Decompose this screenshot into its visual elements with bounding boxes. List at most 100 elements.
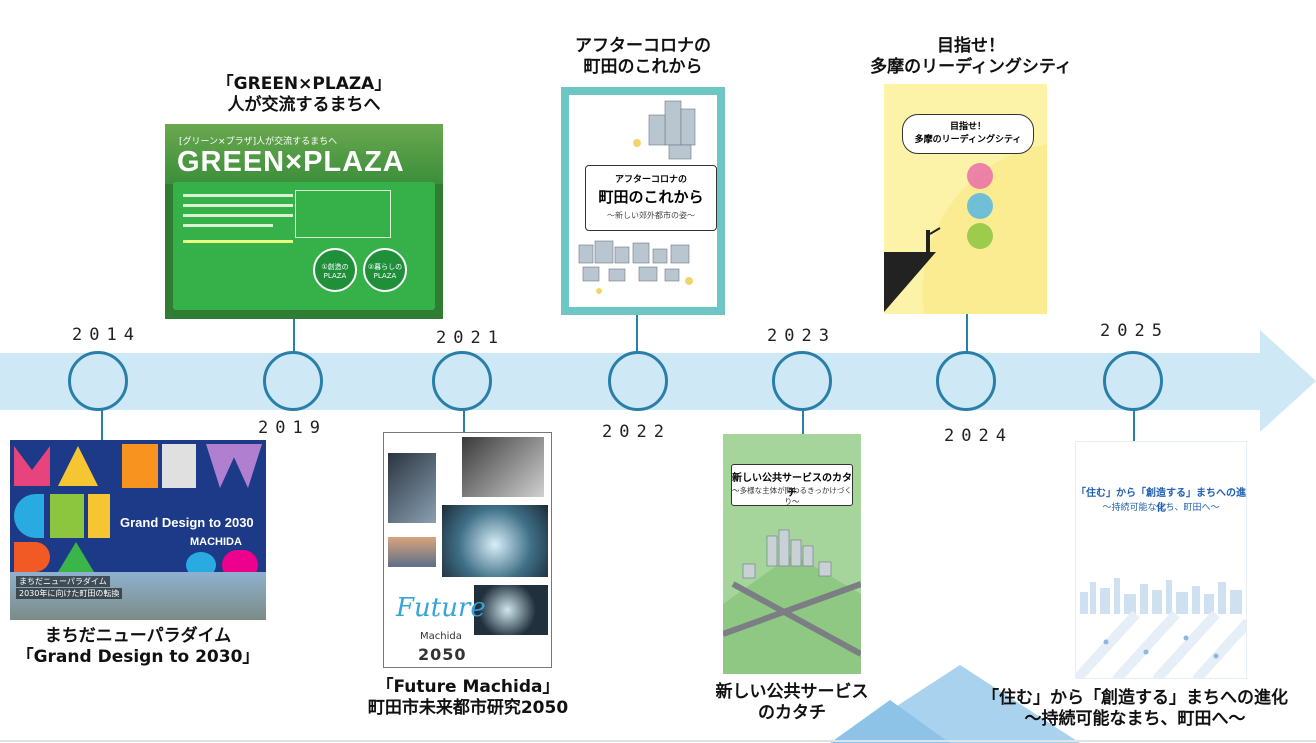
cover-heading: GREEN×PLAZA: [177, 146, 405, 178]
title-line: 「住む」から「創造する」まちへの進化: [982, 688, 1288, 708]
timeline-node-2014[interactable]: [68, 351, 128, 411]
photo-tile: [474, 585, 548, 635]
timeline-node-2023[interactable]: [772, 351, 832, 411]
year-label-2024: 2024: [944, 426, 1013, 446]
stem-2025: [1133, 410, 1135, 441]
cover-subtitle: ～新しい郊外都市の姿～: [607, 211, 695, 220]
stem-2014: [101, 410, 103, 440]
decor-triangle: [830, 700, 950, 743]
title-line: ～持続可能なまち、町田へ～: [1024, 709, 1246, 729]
title-line: 「Grand Design to 2030」: [16, 647, 260, 667]
cover-title-line: 町田のこれから: [598, 188, 704, 206]
cover-subheading: [グリーン×プラザ]人が交流するまちへ: [179, 137, 338, 147]
letter-shape: [58, 542, 94, 572]
letter-shape: [14, 494, 44, 538]
cover-circle: ②暮らしのPLAZA: [363, 248, 407, 292]
cover-inner: アフターコロナの 町田のこれから ～新しい郊外都市の姿～: [569, 95, 717, 307]
photo-tile: [442, 505, 548, 577]
letter-shape: [58, 446, 98, 486]
letter-shape: [122, 444, 158, 488]
letter-shape: [14, 542, 50, 572]
title-line: 町田のこれから: [583, 57, 703, 77]
milestone-title-2019: 「GREEN×PLAZA」 人が交流するまちへ: [165, 74, 443, 116]
cover-speech-bubble: 目指せ！ 多摩のリーディングシティ: [902, 114, 1034, 154]
title-line: 「GREEN×PLAZA」: [216, 74, 392, 94]
title-line: のカタチ: [758, 703, 826, 723]
cover-image-2024[interactable]: 目指せ！ 多摩のリーディングシティ: [884, 84, 1047, 314]
photo-tile: [388, 537, 436, 567]
milestone-title-2024: 目指せ！ 多摩のリーディングシティ: [846, 36, 1096, 78]
milestone-title-2025: 「住む」から「創造する」まちへの進化 ～持続可能なまち、町田へ～: [960, 688, 1310, 730]
cover-title-line: アフターコロナの: [614, 175, 687, 185]
timeline-node-2025[interactable]: [1103, 351, 1163, 411]
stem-2021: [463, 410, 465, 432]
cover-image-2022[interactable]: アフターコロナの 町田のこれから ～新しい郊外都市の姿～: [561, 87, 725, 315]
arrow-line: [183, 240, 293, 243]
milestone-title-2022: アフターコロナの 町田のこれから: [536, 36, 750, 78]
text-line: [183, 224, 273, 227]
title-line: 人が交流するまちへ: [227, 95, 381, 115]
year-label-2014: 2014: [72, 325, 141, 345]
milestone-title-2014: まちだニューパラダイム 「Grand Design to 2030」: [10, 626, 266, 668]
cover-name: Machida: [420, 631, 462, 642]
timeline-node-2022[interactable]: [608, 351, 668, 411]
timeline-arrow-head: [1260, 330, 1316, 432]
cover-label: 2030年に向けた町田の転換: [16, 588, 123, 599]
photo-tile: [388, 453, 436, 523]
cover-script-title: Future: [396, 593, 486, 623]
title-line: 多摩のリーディングシティ: [870, 57, 1072, 77]
cover-image-2021[interactable]: Future Machida 2050: [383, 432, 552, 668]
cover-panel: ①創造のPLAZA ②暮らしのPLAZA: [173, 182, 435, 310]
title-line: 町田市未来都市研究2050: [367, 698, 569, 718]
text-line: [183, 194, 293, 197]
cover-label: まちだニューパラダイム: [16, 576, 110, 587]
timeline-node-2024[interactable]: [936, 351, 996, 411]
title-line: アフターコロナの: [575, 36, 711, 56]
cover-illustration: [884, 144, 1047, 314]
city-illustration: [578, 100, 696, 294]
cover-image-2019[interactable]: [グリーン×プラザ]人が交流するまちへ GREEN×PLAZA ①創造のPLAZ…: [165, 124, 443, 319]
cover-subtitle: ～持続可能なまち、町田へ～: [1102, 503, 1220, 513]
title-line: 新しい公共サービス: [715, 682, 869, 702]
letter-shape: [50, 494, 84, 538]
cover-title: Grand Design to 2030: [120, 515, 254, 530]
cover-circle: ①創造のPLAZA: [313, 248, 357, 292]
cover-subtitle: MACHIDA: [190, 536, 242, 548]
city-illustration: [723, 529, 861, 674]
year-label-2019: 2019: [258, 418, 327, 438]
cover-title-box: 新しい公共サービスのカタチ ～多様な主体が関わるきっかけづくり～: [731, 464, 853, 506]
timeline-node-2019[interactable]: [263, 351, 323, 411]
milestone-title-2021: 「Future Machida」 町田市未来都市研究2050: [350, 677, 586, 719]
year-label-2021: 2021: [436, 328, 505, 348]
text-line: [183, 214, 293, 217]
title-line: まちだニューパラダイム: [44, 626, 232, 646]
bubble-line: 目指せ！: [949, 122, 986, 132]
cover-image-2023[interactable]: 新しい公共サービスのカタチ ～多様な主体が関わるきっかけづくり～: [723, 434, 861, 674]
cover-illustration: [1076, 578, 1246, 678]
cover-title: 新しい公共サービスのカタチ: [732, 473, 852, 499]
letter-shape: [162, 444, 196, 488]
timeline-node-2021[interactable]: [432, 351, 492, 411]
photo-tile: [462, 437, 544, 497]
year-label-2023: 2023: [767, 326, 836, 346]
milestone-title-2023: 新しい公共サービス のカタチ: [700, 682, 884, 724]
year-label-2022: 2022: [602, 422, 671, 442]
bottom-divider: [0, 740, 1316, 742]
letter-shape: [88, 494, 110, 538]
year-label-2025: 2025: [1100, 321, 1169, 341]
stem-2024: [966, 314, 968, 353]
stem-2022: [636, 315, 638, 353]
cover-image-2014[interactable]: Grand Design to 2030 MACHIDA まちだニューパラダイム…: [10, 440, 266, 620]
cover-title: 「住む」から「創造する」まちへの進化: [1076, 488, 1246, 514]
text-line: [183, 204, 293, 207]
cover-header: [165, 124, 443, 184]
stem-2019: [293, 319, 295, 353]
info-box: [295, 190, 391, 238]
cover-image-2025[interactable]: 「住む」から「創造する」まちへの進化 ～持続可能なまち、町田へ～: [1075, 441, 1247, 679]
stem-2023: [802, 410, 804, 434]
title-line: 「Future Machida」: [376, 677, 560, 697]
cover-title-box: アフターコロナの 町田のこれから ～新しい郊外都市の姿～: [585, 165, 717, 231]
title-line: 目指せ！: [937, 36, 1005, 56]
letter-shape: [14, 446, 50, 486]
cover-number: 2050: [418, 645, 467, 664]
